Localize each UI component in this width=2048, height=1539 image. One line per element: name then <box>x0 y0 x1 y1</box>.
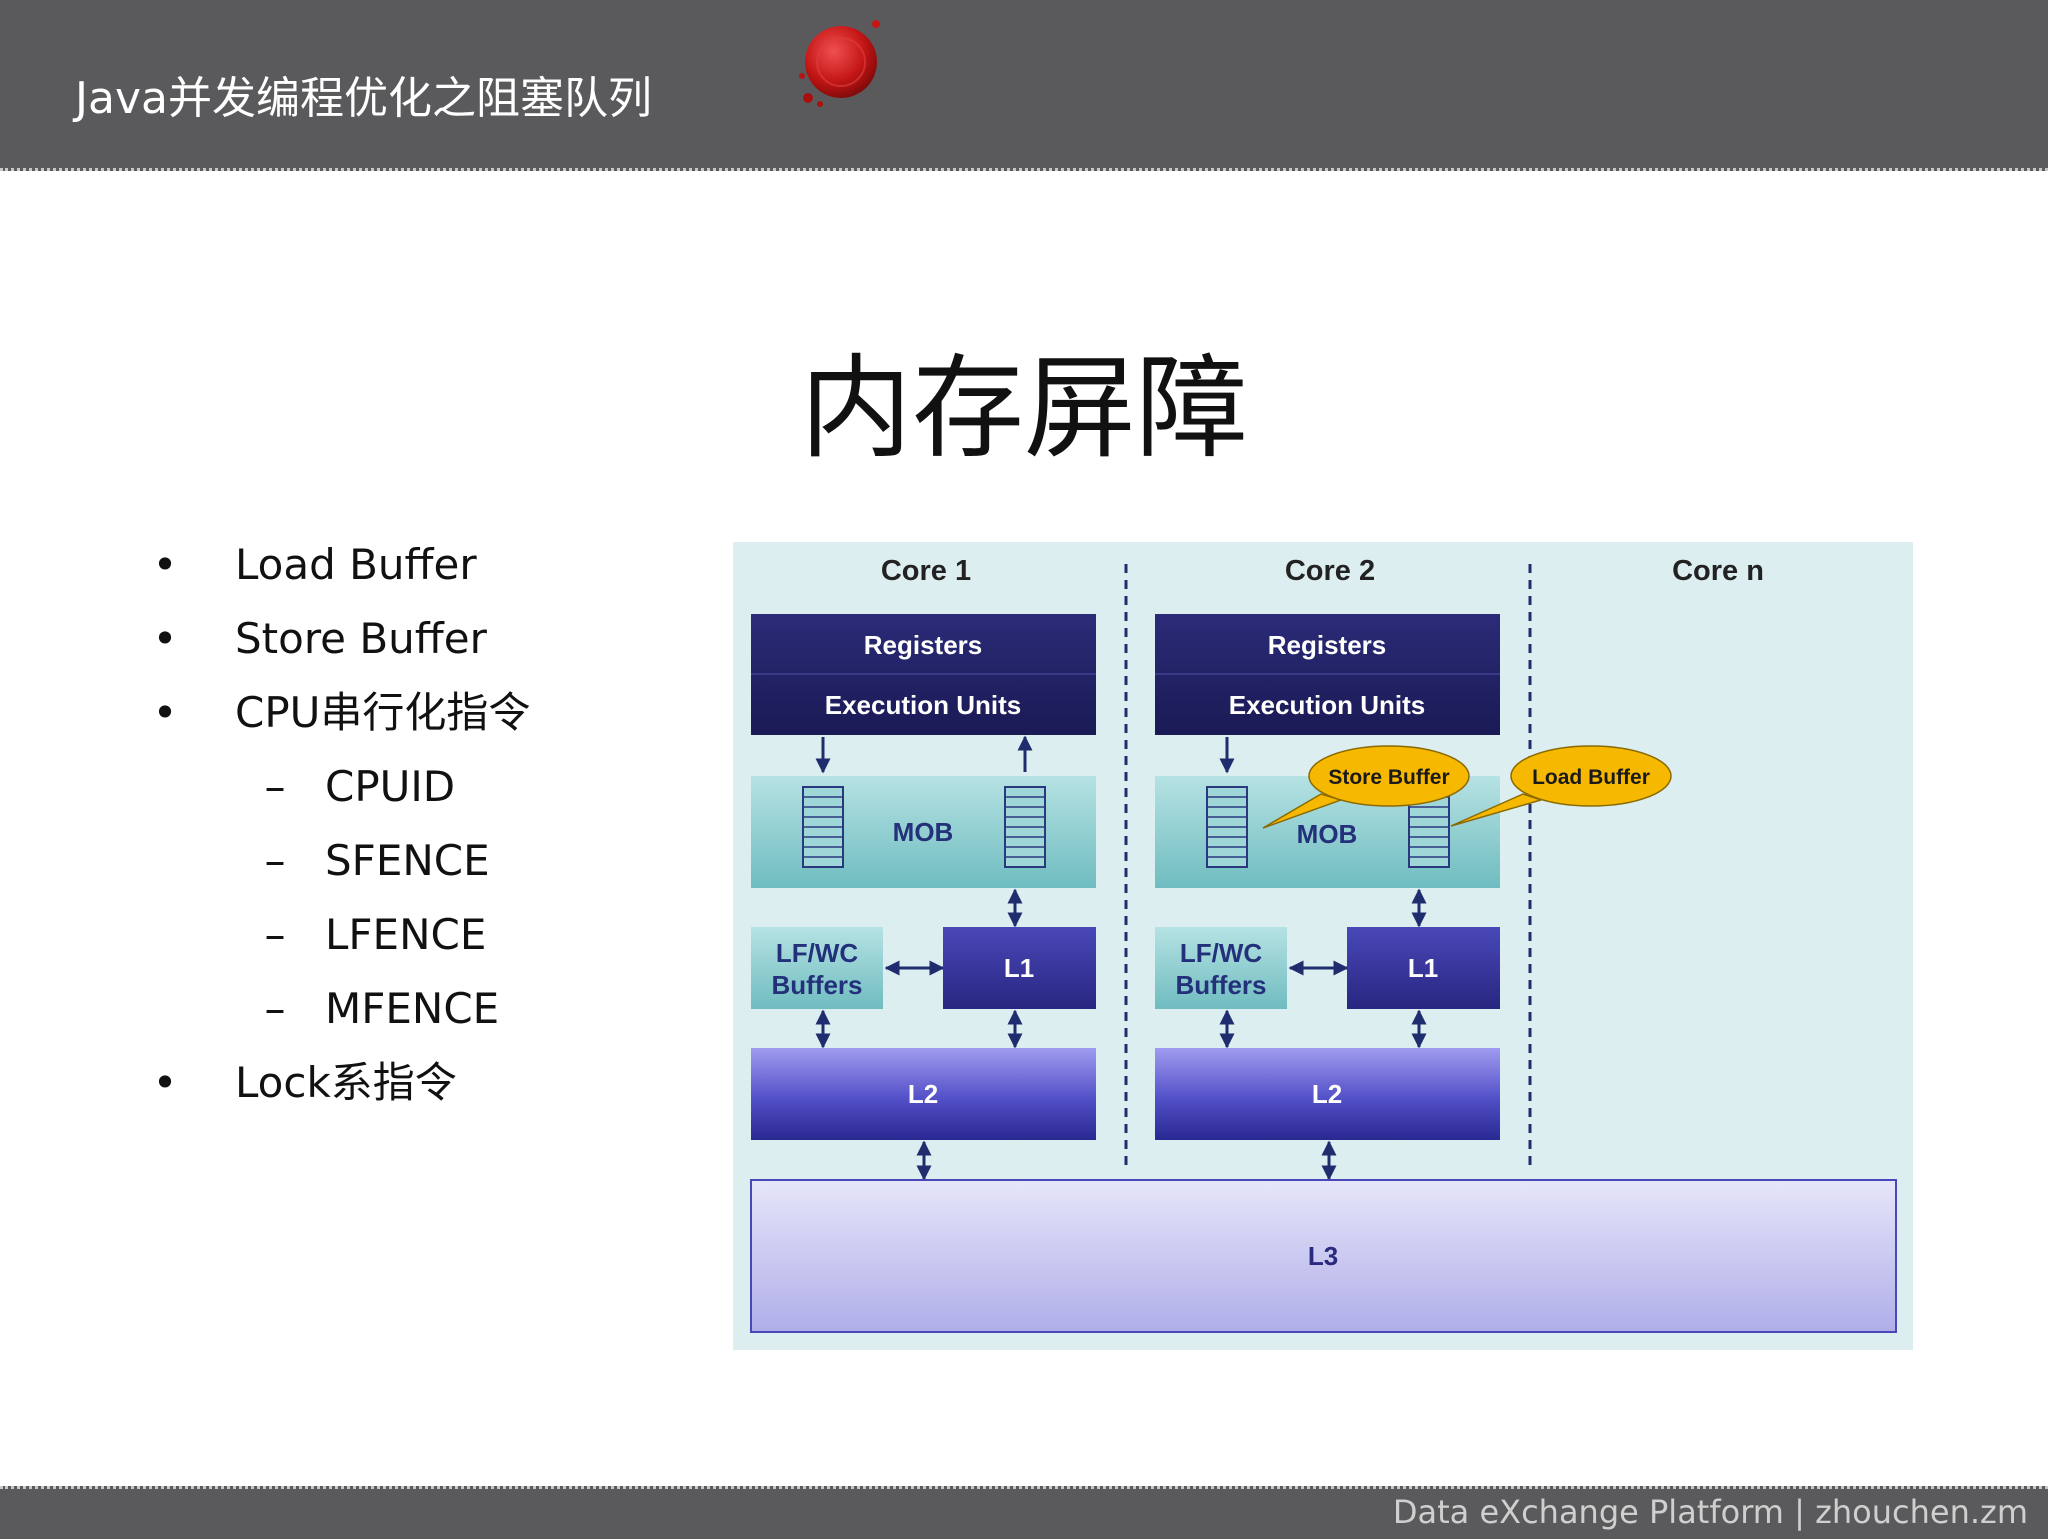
lfwc-buffers-block <box>751 927 883 1009</box>
core-2: Core 2 Registers Execution Units MOB LF/… <box>1155 555 1672 1181</box>
buffers-label: Buffers <box>1175 970 1266 1000</box>
l1-cache-block <box>943 927 1096 1009</box>
core-1: Core 1 Registers Execution Units MOB LF/… <box>751 555 1096 1181</box>
footer-credit: Data eXchange Platform | zhouchen.zm <box>1392 1493 2028 1531</box>
sub-bullet-mark: – <box>264 910 286 959</box>
load-buffer-label: Load Buffer <box>1532 766 1650 789</box>
store-buffer-callout: Store Buffer <box>1262 745 1470 829</box>
sub-bullet-text: MFENCE <box>325 984 500 1033</box>
lfwc-buffers-block <box>1155 927 1287 1009</box>
mob-label: MOB <box>893 817 954 847</box>
l2-label: L2 <box>908 1079 938 1109</box>
cpu-cache-diagram: Core 1 Registers Execution Units MOB LF/… <box>733 542 1913 1350</box>
bullet-text: Lock系指令 <box>235 1058 457 1107</box>
store-buffer-stack <box>1206 786 1248 868</box>
l1-cache-block <box>1347 927 1500 1009</box>
l1-label: L1 <box>1004 953 1034 983</box>
header-bar: Java并发编程优化之阻塞队列 <box>0 0 2048 171</box>
lfwc-label: LF/WC <box>776 938 859 968</box>
mob-label: MOB <box>1297 819 1358 849</box>
bullet-text: Store Buffer <box>235 614 487 663</box>
l3-label: L3 <box>1308 1241 1338 1271</box>
registers-label: Registers <box>864 630 983 660</box>
wax-seal-icon <box>799 20 880 107</box>
l3-cache-block <box>750 1179 1897 1333</box>
bullet-mark: • <box>152 688 178 737</box>
diagram-canvas: Core 1 Registers Execution Units MOB LF/… <box>750 555 1897 1333</box>
core-n-title: Core n <box>1672 555 1764 587</box>
bullet-text: Load Buffer <box>235 540 477 589</box>
buffer-stack <box>802 786 844 868</box>
sub-bullet-mark: – <box>264 836 286 885</box>
bullet-mark: • <box>152 540 178 589</box>
sub-bullet-text: SFENCE <box>325 836 490 885</box>
core-title: Core 1 <box>881 555 971 587</box>
buffers-label: Buffers <box>771 970 862 1000</box>
l1-label: L1 <box>1408 953 1438 983</box>
bullet-mark: • <box>152 614 178 663</box>
execution-units-label: Execution Units <box>825 690 1021 720</box>
l2-label: L2 <box>1312 1079 1342 1109</box>
sub-bullet-mark: – <box>264 762 286 811</box>
sub-bullet-text: CPUID <box>325 762 456 811</box>
lfwc-label: LF/WC <box>1180 938 1263 968</box>
l2-cache-block <box>1155 1048 1500 1140</box>
store-buffer-label: Store Buffer <box>1328 766 1449 789</box>
buffer-stack <box>1004 786 1046 868</box>
sub-bullet-mark: – <box>264 984 286 1033</box>
execution-units-label: Execution Units <box>1229 690 1425 720</box>
core-title: Core 2 <box>1285 555 1375 587</box>
slide-title: 内存屏障 <box>800 344 1248 474</box>
load-buffer-callout: Load Buffer <box>1450 745 1672 827</box>
l2-cache-block <box>751 1048 1096 1140</box>
bullet-mark: • <box>152 1058 178 1107</box>
registers-label: Registers <box>1268 630 1387 660</box>
sub-bullet-text: LFENCE <box>325 910 487 959</box>
presentation-title: Java并发编程优化之阻塞队列 <box>75 73 652 124</box>
footer-bar: Data eXchange Platform | zhouchen.zm <box>0 1486 2048 1539</box>
bullet-text: CPU串行化指令 <box>235 688 531 737</box>
